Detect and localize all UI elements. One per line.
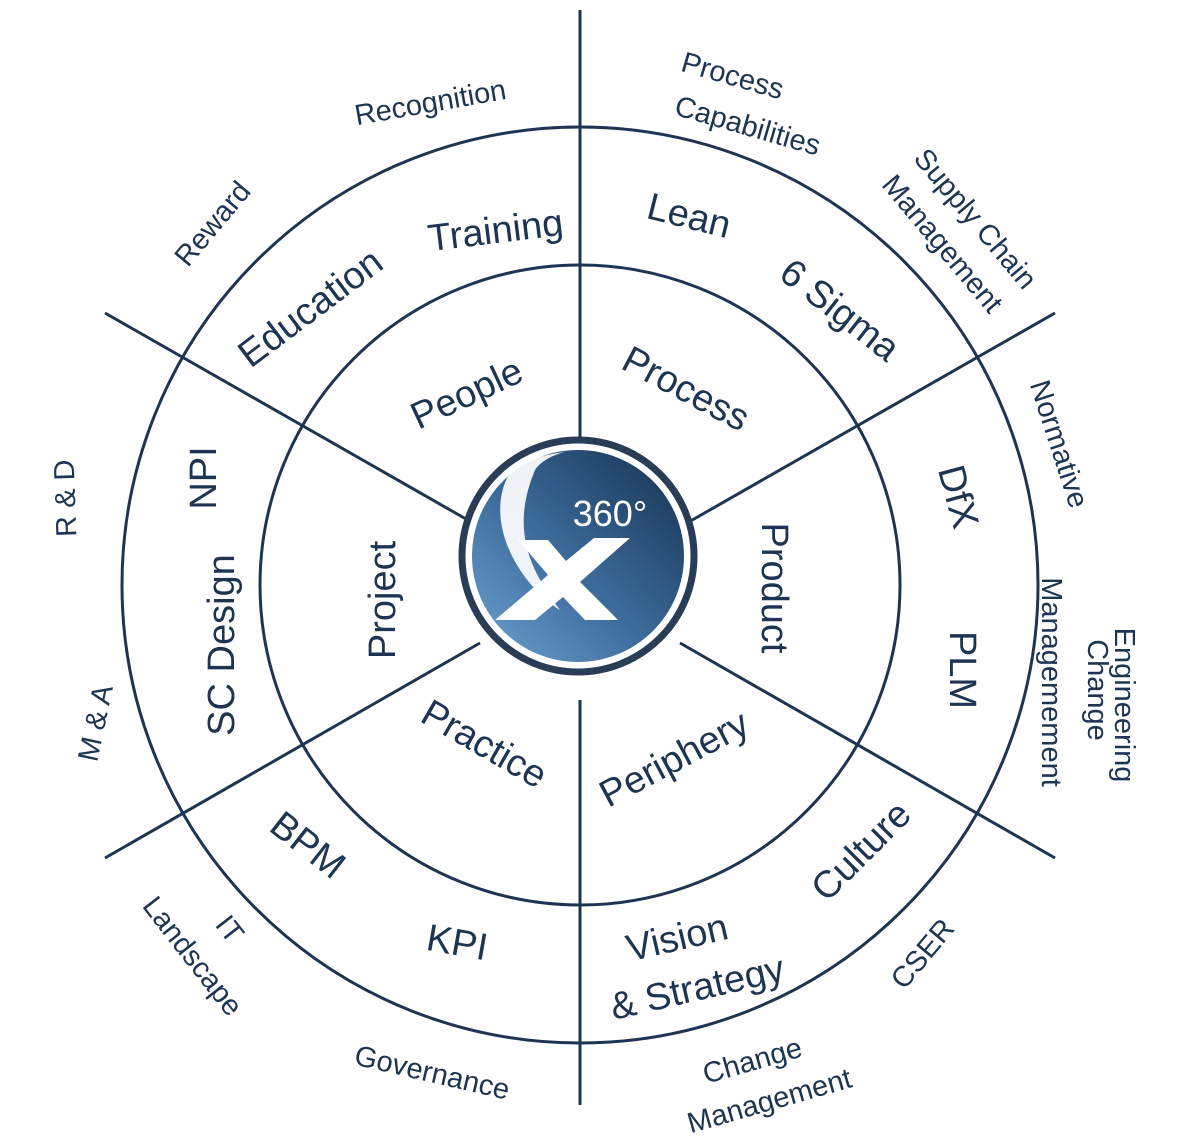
label-training: Training	[426, 202, 566, 260]
label-bpm: BPM	[262, 804, 353, 888]
label-practice: Practice	[414, 692, 554, 797]
label-6-sigma: 6 Sigma	[772, 251, 908, 370]
label-governance: Governance	[351, 1040, 512, 1107]
label-periphery: Periphery	[593, 703, 756, 816]
label-lean: Lean	[643, 186, 735, 247]
label-reward: Reward	[169, 176, 258, 273]
swoosh-icon	[500, 452, 565, 610]
label-change-ecm: Change	[1081, 639, 1113, 741]
label-plm: PLM	[941, 631, 983, 709]
label-cser: CSER	[885, 913, 961, 995]
label-managemement: Managemement	[1035, 577, 1067, 787]
x-logo-icon	[495, 538, 630, 620]
label-culture: Culture	[803, 793, 919, 909]
label-kpi: KPI	[423, 917, 491, 969]
label-engineering: Engineering	[1108, 628, 1140, 783]
divider-upper-left	[104, 311, 481, 529]
label-project: Project	[362, 540, 404, 659]
divider-lower-left	[104, 641, 481, 860]
label-process: Process	[615, 339, 756, 441]
badge-degree-text: 360°	[573, 493, 647, 534]
label-dfx: DfX	[929, 461, 986, 533]
label-m-and-a: M & A	[73, 681, 121, 764]
divider-upper-right	[679, 311, 1056, 529]
label-r-and-d: R & D	[49, 459, 84, 537]
center-badge: 360°	[458, 436, 698, 676]
label-normative: Normative	[1023, 376, 1094, 512]
divider-lower-right	[679, 641, 1056, 860]
label-sc-design: SC Design	[201, 554, 243, 736]
label-recognition: Recognition	[352, 74, 508, 132]
label-product: Product	[753, 523, 795, 654]
label-npi: NPI	[183, 446, 225, 509]
label-vision: Vision	[622, 906, 732, 970]
label-it: IT	[209, 909, 250, 949]
label-process-capabilities-line2: Capabilities	[671, 90, 824, 162]
label-people: People	[404, 350, 529, 438]
